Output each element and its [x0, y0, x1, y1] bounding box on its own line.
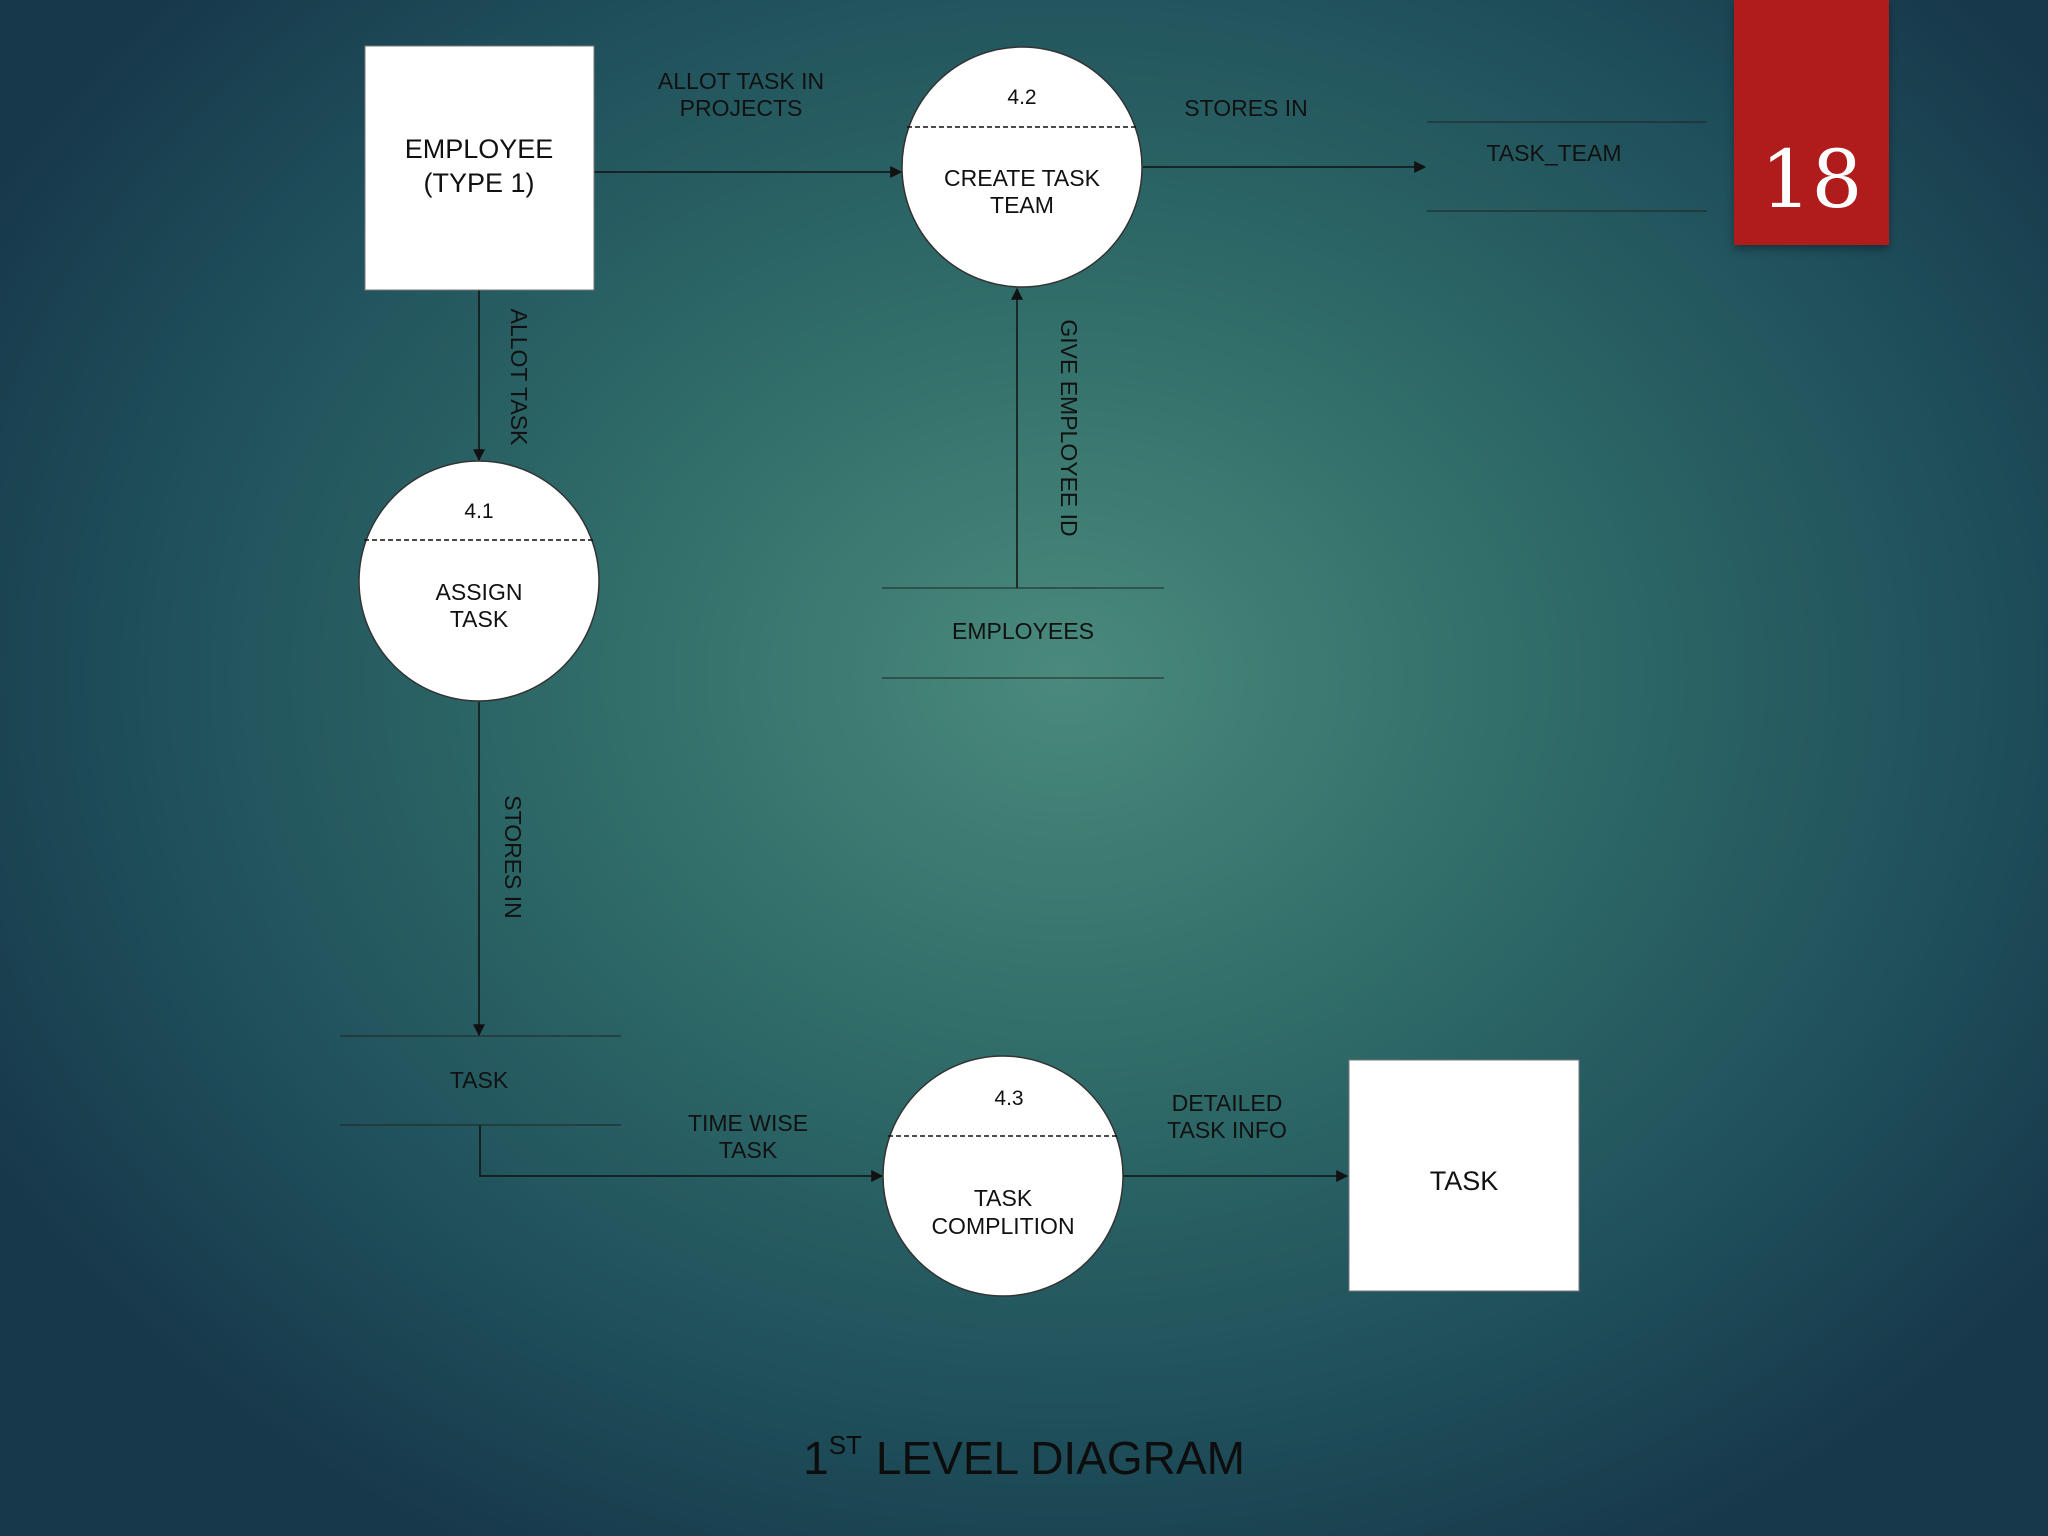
process-4-2: 4.2 CREATE TASK TEAM — [901, 46, 1143, 288]
diagram-title: 1ST LEVEL DIAGRAM — [0, 1430, 2048, 1485]
process-4-1-number: 4.1 — [464, 500, 493, 523]
datastore-task-team-label: TASK_TEAM — [1486, 140, 1621, 166]
process-4-2-number: 4.2 — [1007, 86, 1036, 109]
diagram-title-main: LEVEL DIAGRAM — [875, 1432, 1245, 1484]
process-4-3-label-line1: TASK — [974, 1185, 1033, 1211]
flow-detailed-task-info-label-line1: DETAILED — [1172, 1090, 1283, 1116]
datastore-employees: EMPLOYEES — [882, 587, 1164, 679]
process-4-1-label-line1: ASSIGN — [436, 579, 523, 605]
entity-task: TASK — [1348, 1059, 1580, 1292]
entity-employee-label-line1: EMPLOYEE — [405, 134, 554, 164]
page-number: 18 — [1760, 133, 1863, 226]
process-4-1: 4.1 ASSIGN TASK — [358, 460, 600, 702]
datastore-task-label: TASK — [450, 1067, 509, 1093]
flow-allot-task-label: ALLOT TASK — [506, 309, 532, 446]
flow-time-wise-task-line — [479, 1125, 884, 1182]
process-4-1-label-line2: TASK — [450, 606, 509, 632]
datastore-task-team: TASK_TEAM — [1427, 121, 1707, 212]
flow-allot-task-in-projects-label-line2: PROJECTS — [680, 95, 803, 121]
datastore-task: TASK — [340, 1035, 621, 1126]
process-4-3-label-line2: COMPLITION — [931, 1213, 1074, 1239]
entity-employee-label-line2: (TYPE 1) — [423, 168, 534, 198]
flow-time-wise-task-label-line2: TASK — [719, 1137, 778, 1163]
flow-time-wise-task-label-line1: TIME WISE — [688, 1110, 808, 1136]
process-4-3: 4.3 TASK COMPLITION — [882, 1055, 1124, 1297]
diagram-title-prefix: 1 — [803, 1432, 829, 1484]
entity-employee: EMPLOYEE (TYPE 1) — [364, 45, 595, 291]
flow-detailed-task-info-label-line2: TASK INFO — [1167, 1117, 1287, 1143]
process-4-2-label-line2: TEAM — [990, 192, 1054, 218]
flow-stores-in-top-label: STORES IN — [1184, 95, 1308, 121]
flow-give-employee-id-label: GIVE EMPLOYEE ID — [1056, 319, 1082, 536]
page-number-badge: 18 — [1734, 0, 1889, 245]
diagram-title-superscript: ST — [828, 1430, 862, 1460]
entity-task-label: TASK — [1430, 1166, 1499, 1196]
flow-allot-task-in-projects-label-line1: ALLOT TASK IN — [658, 68, 824, 94]
process-4-2-label-line1: CREATE TASK — [944, 165, 1101, 191]
flow-stores-in-left-label: STORES IN — [500, 795, 526, 919]
process-4-3-number: 4.3 — [994, 1087, 1023, 1110]
datastore-employees-label: EMPLOYEES — [952, 618, 1094, 644]
